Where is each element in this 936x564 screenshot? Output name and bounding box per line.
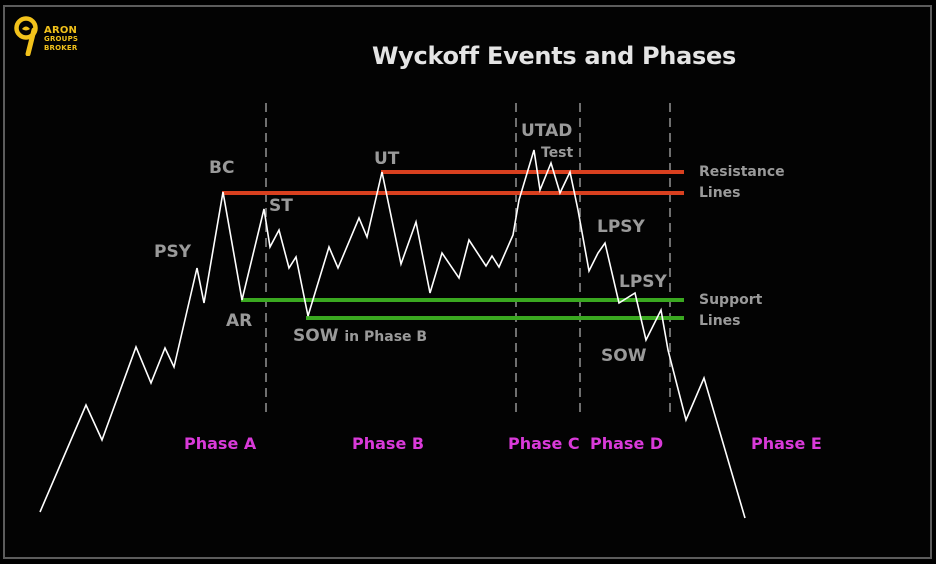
logo-line1: ARON bbox=[44, 25, 78, 36]
phase-label-b: Phase B bbox=[352, 434, 425, 453]
event-label-sow-phase-b: SOW in Phase B bbox=[293, 326, 427, 346]
event-label-ut: UT bbox=[374, 149, 400, 169]
resistance-label-line2: Lines bbox=[699, 185, 741, 201]
resistance-lines bbox=[222, 170, 684, 195]
phase-label-d: Phase D bbox=[590, 434, 664, 453]
resistance-label-line1: Resistance bbox=[699, 164, 785, 180]
chart-title: Wyckoff Events and Phases bbox=[372, 42, 736, 70]
phase-label-a: Phase A bbox=[184, 434, 257, 453]
event-label-utad: UTAD bbox=[521, 121, 573, 141]
phase-dividers bbox=[265, 103, 671, 412]
support-lines-label: Support Lines bbox=[699, 290, 762, 332]
logo-text: ARON GROUPS BROKER bbox=[44, 26, 78, 53]
aron-groups-logo: ARON GROUPS BROKER bbox=[14, 16, 94, 56]
event-label-bc: BC bbox=[209, 158, 235, 178]
support-lines bbox=[241, 298, 684, 320]
phase-label-e: Phase E bbox=[751, 434, 822, 453]
logo-nine-icon bbox=[14, 16, 38, 56]
event-label-test: Test bbox=[541, 145, 574, 161]
event-label-st: ST bbox=[269, 196, 293, 216]
price-path bbox=[39, 149, 746, 519]
sow-phase-b-suffix: in Phase B bbox=[344, 329, 428, 345]
chart-frame bbox=[3, 5, 932, 559]
support-label-line1: Support bbox=[699, 292, 763, 308]
support-label-line2: Lines bbox=[699, 313, 741, 329]
logo-line2: GROUPS bbox=[44, 35, 79, 43]
logo-line3: BROKER bbox=[44, 44, 78, 52]
event-label-psy: PSY bbox=[154, 242, 192, 262]
event-label-lpsy-1: LPSY bbox=[597, 217, 645, 237]
resistance-lines-label: Resistance Lines bbox=[699, 162, 785, 204]
phase-label-c: Phase C bbox=[508, 434, 580, 453]
event-label-ar: AR bbox=[226, 311, 253, 331]
event-label-sow-phase-d: SOW bbox=[601, 346, 647, 366]
sow-label: SOW bbox=[293, 326, 339, 346]
event-label-lpsy-2: LPSY bbox=[619, 272, 667, 292]
